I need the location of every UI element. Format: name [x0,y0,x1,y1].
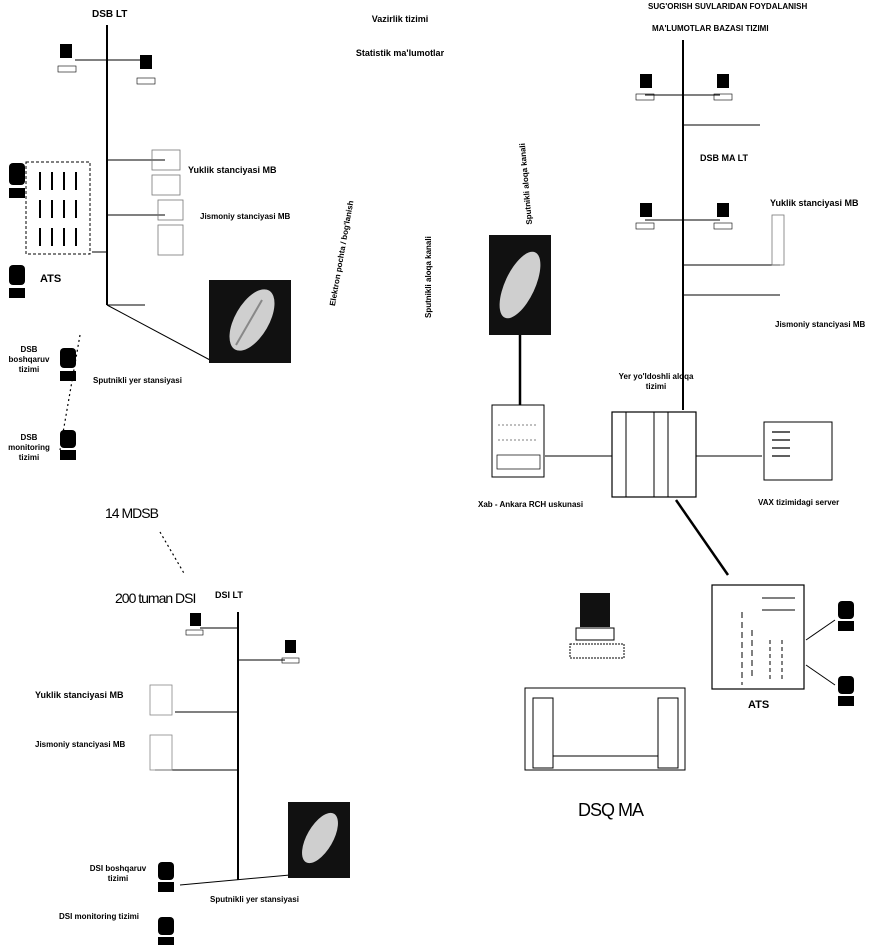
label-bottom-yuklik: Yuklik stanciyasi MB [35,690,124,700]
label-right-modem: Yer yo'ldoshli aloqa tizimi [610,372,702,392]
satellite-dish-icon [288,802,350,878]
label-top-left-sputnik: Sputnikli yer stansiyasi [93,376,182,386]
label-top-left-yuklik: Yuklik stanciyasi MB [188,165,277,175]
satellite-dish-icon [209,280,291,363]
label-right-top-2: MA'LUMOTLAR BAZASI TIZIMI [652,24,769,34]
label-center-top-1: Vazirlik tizimi [350,14,450,24]
label-center-vertical-2: Sputnikli aloqa kanali [424,236,434,318]
label-right-dsq: DSQ MA [578,800,643,820]
label-dsb-monitoring: DSB monitoring tizimi [4,433,54,463]
label-bottom-monitoring: DSI monitoring tizimi [50,912,148,922]
label-bottom-lt: DSI LT [215,590,243,600]
label-right-xab: Xab - Ankara RCH uskunasi [478,500,583,510]
label-bottom-jismoniy: Jismoniy stanciyasi MB [35,740,125,750]
label-right-jismoniy: Jismoniy stanciyasi MB [775,320,865,330]
satellite-dish-icon [489,235,551,335]
label-right-top-1: SUG'ORISH SUVLARIDAN FOYDALANISH [648,2,807,12]
computer-icon [58,44,732,663]
label-top-left-lt: DSB LT [92,10,127,20]
label-dsb-boshqaruv: DSB boshqaruv tizimi [4,345,54,375]
label-bottom-200dsi: 200 tuman DSI [115,590,195,606]
label-right-yuklik: Yuklik stanciyasi MB [770,198,859,208]
label-bottom-boshqaruv: DSI boshqaruv tizimi [85,864,151,884]
label-center-top-2: Statistik ma'lumotlar [340,48,460,58]
label-right-vax: VAX tizimidagi server [758,498,839,508]
label-right-ats: ATS [748,700,769,710]
ats-rack-icon [26,162,90,254]
label-right-lt: DSB MA LT [700,153,748,163]
label-bottom-14mdsb: 14 MDSB [105,505,158,521]
label-top-left-ats: ATS [40,274,61,284]
label-top-left-jismoniy: Jismoniy stanciyasi MB [200,212,290,222]
label-bottom-sputnik: Sputnikli yer stansiyasi [210,895,299,905]
workstation-icon [570,593,624,658]
